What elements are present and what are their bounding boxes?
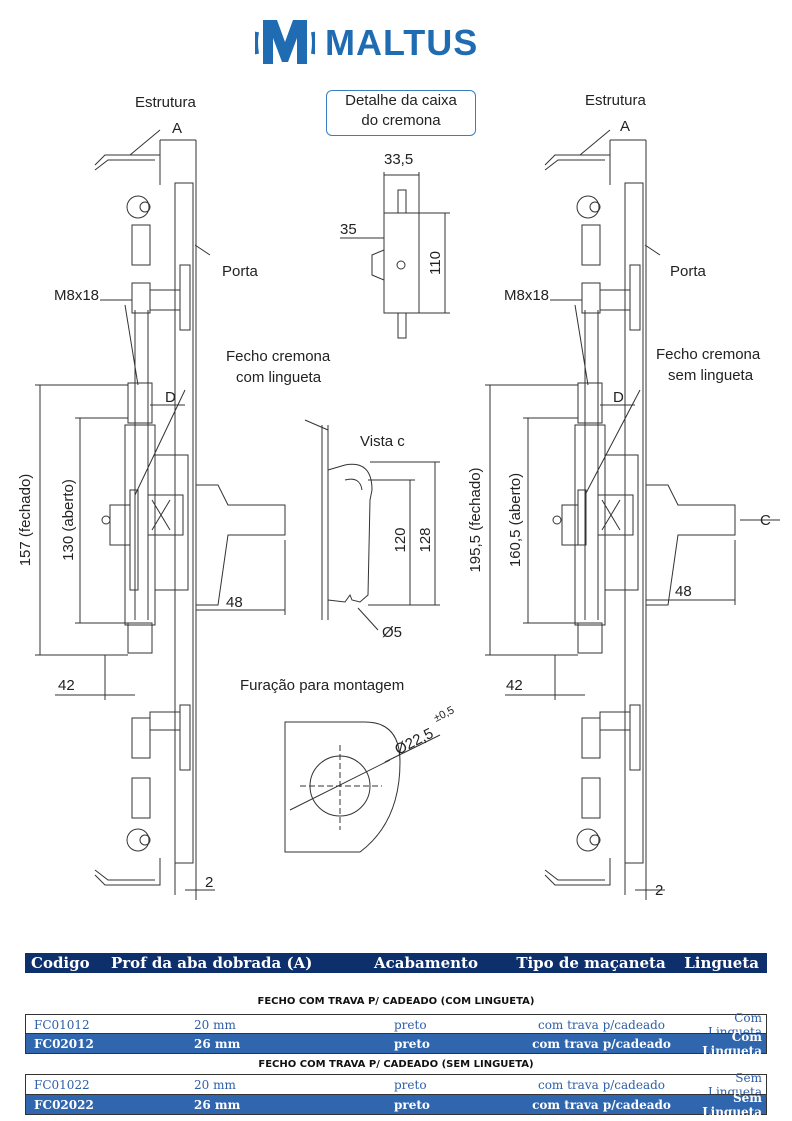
table-row: FC01012 20 mm preto com trava p/cadeado …	[25, 1011, 767, 1039]
label-tolerance: ±0,5	[432, 704, 456, 724]
table-row: FC01022 20 mm preto com trava p/cadeado …	[25, 1071, 767, 1099]
left-assembly	[35, 129, 286, 900]
label-fecho-com-2: com lingueta	[236, 369, 322, 386]
section-title-sem-lingueta: FECHO COM TRAVA P/ CADEADO (SEM LINGUETA…	[258, 1059, 534, 1070]
brand-name: MALTUS	[325, 22, 479, 63]
label-130-aberto: 130 (aberto)	[60, 479, 77, 561]
label-35: 35	[340, 221, 357, 238]
label-d-left: D	[165, 389, 176, 406]
mounting-hole-view	[284, 721, 441, 853]
label-m8x18-left: M8x18	[54, 287, 99, 304]
cremona-box-detail	[340, 172, 450, 339]
header-codigo: Codigo	[31, 954, 90, 972]
label-a-left: A	[172, 120, 182, 137]
cell-codigo: FC02012	[34, 1036, 94, 1051]
section-title-com-lingueta: FECHO COM TRAVA P/ CADEADO (COM LINGUETA…	[257, 996, 535, 1007]
header-lingueta: Lingueta	[684, 954, 759, 972]
header-tipo: Tipo de maçaneta	[516, 954, 666, 972]
label-fecho-com-1: Fecho cremona	[226, 348, 331, 365]
right-assembly	[485, 129, 780, 900]
label-120: 120	[392, 527, 409, 552]
cell-tipo: com trava p/cadeado	[532, 1036, 671, 1051]
label-d-right: D	[613, 389, 624, 406]
cell-codigo: FC02022	[34, 1097, 94, 1112]
cell-lingueta: Com Lingueta	[702, 1029, 762, 1058]
label-48-left: 48	[226, 594, 243, 611]
detail-box-line2: do cremona	[361, 112, 441, 129]
label-42-right: 42	[506, 677, 523, 694]
cell-tipo: com trava p/cadeado	[532, 1097, 671, 1112]
brand-logo	[254, 12, 505, 72]
label-o5: Ø5	[382, 624, 402, 641]
vista-c-view	[304, 419, 440, 631]
label-porta-left: Porta	[222, 263, 259, 280]
label-1955-fechado: 195,5 (fechado)	[467, 467, 484, 572]
header-acabamento: Acabamento	[374, 954, 478, 972]
cell-tipo: com trava p/cadeado	[537, 1017, 666, 1032]
cell-acabamento: preto	[394, 1097, 430, 1112]
cell-prof: 26 mm	[194, 1097, 241, 1112]
label-48-right: 48	[675, 583, 692, 600]
cell-acabamento: preto	[394, 1077, 427, 1092]
label-fecho-sem-2: sem lingueta	[668, 367, 754, 384]
label-110: 110	[427, 251, 444, 275]
table-header: Codigo Prof da aba dobrada (A) Acabament…	[25, 953, 767, 973]
cell-acabamento: preto	[394, 1036, 430, 1051]
label-fecho-sem-1: Fecho cremona	[656, 346, 761, 363]
cell-codigo: FC01012	[34, 1017, 90, 1032]
table-row: FC02022 26 mm preto com trava p/cadeado …	[25, 1091, 767, 1119]
detail-box-line1: Detalhe da caixa	[345, 92, 457, 109]
detail-box: Detalhe da caixa do cremona	[326, 90, 476, 136]
label-1605-aberto: 160,5 (aberto)	[507, 473, 524, 567]
label-2-right: 2	[655, 882, 663, 899]
label-a-right: A	[620, 118, 630, 135]
label-335: 33,5	[384, 151, 413, 168]
label-128: 128	[417, 527, 434, 552]
technical-drawing: Estrutura A Porta M8x18 Fecho cremona co…	[17, 92, 780, 900]
cell-prof: 20 mm	[194, 1017, 236, 1032]
cell-codigo: FC01022	[34, 1077, 90, 1092]
cell-prof: 20 mm	[194, 1077, 236, 1092]
cell-lingueta: Sem Lingueta	[702, 1090, 762, 1119]
label-o225: Ø22,5	[392, 725, 436, 759]
label-vista-c: Vista c	[360, 433, 405, 450]
header-prof: Prof da aba dobrada (A)	[111, 954, 313, 972]
table-row: FC02012 26 mm preto com trava p/cadeado …	[25, 1030, 767, 1058]
label-c: C	[760, 512, 771, 529]
label-42-left: 42	[58, 677, 75, 694]
maltus-logo-icon	[254, 20, 316, 64]
label-estrutura-right: Estrutura	[585, 92, 647, 109]
label-estrutura-left: Estrutura	[135, 94, 197, 111]
label-porta-right: Porta	[670, 263, 707, 280]
label-m8x18-right: M8x18	[504, 287, 549, 304]
cell-acabamento: preto	[394, 1017, 427, 1032]
label-furacao: Furação para montagem	[240, 677, 404, 694]
cell-tipo: com trava p/cadeado	[537, 1077, 666, 1092]
cell-prof: 26 mm	[194, 1036, 241, 1051]
label-157-fechado: 157 (fechado)	[17, 474, 34, 567]
label-2-left: 2	[205, 874, 213, 891]
